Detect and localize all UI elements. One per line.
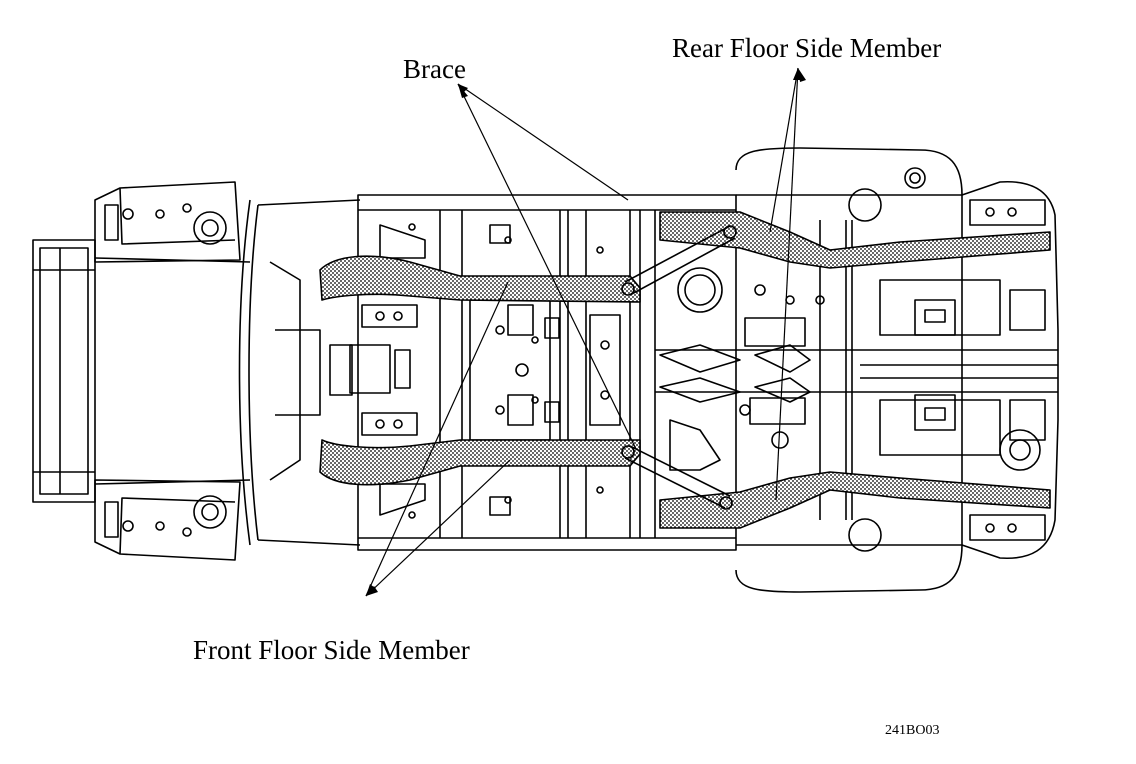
front-right-strut-tower xyxy=(94,479,241,561)
leader-lines xyxy=(365,67,799,597)
brace-label: Brace xyxy=(403,54,466,84)
front-floor-side-member-left xyxy=(319,255,641,303)
brace-arrowhead xyxy=(458,84,468,98)
rear-floor-side-member-label: Rear Floor Side Member xyxy=(672,33,942,63)
front-bumper-frame xyxy=(32,239,251,503)
rear-floor-side-member-right xyxy=(659,471,1051,529)
front-member-leader-2 xyxy=(365,459,511,597)
brace-right xyxy=(621,445,733,510)
floor-pan-outline xyxy=(357,194,737,551)
rear-member-leader-1 xyxy=(769,67,799,233)
leader-arrowheads xyxy=(366,68,806,596)
front-floor-side-member-label: Front Floor Side Member xyxy=(193,635,470,665)
front-crossmember xyxy=(238,199,418,546)
front-member-leader-1 xyxy=(365,281,509,597)
front-left-strut-tower xyxy=(94,181,241,263)
rear-floor-side-member-left xyxy=(659,211,1051,269)
brace-leader-1 xyxy=(457,83,629,201)
rear-member-leader-2 xyxy=(775,67,799,501)
brace-left xyxy=(621,225,737,296)
front-member-arrowhead xyxy=(366,584,378,596)
front-floor-side-member-right xyxy=(319,439,641,486)
figure-code: 241BO03 xyxy=(885,723,940,738)
rear-member-arrowhead xyxy=(793,68,806,82)
brace-leader-2 xyxy=(457,83,637,450)
